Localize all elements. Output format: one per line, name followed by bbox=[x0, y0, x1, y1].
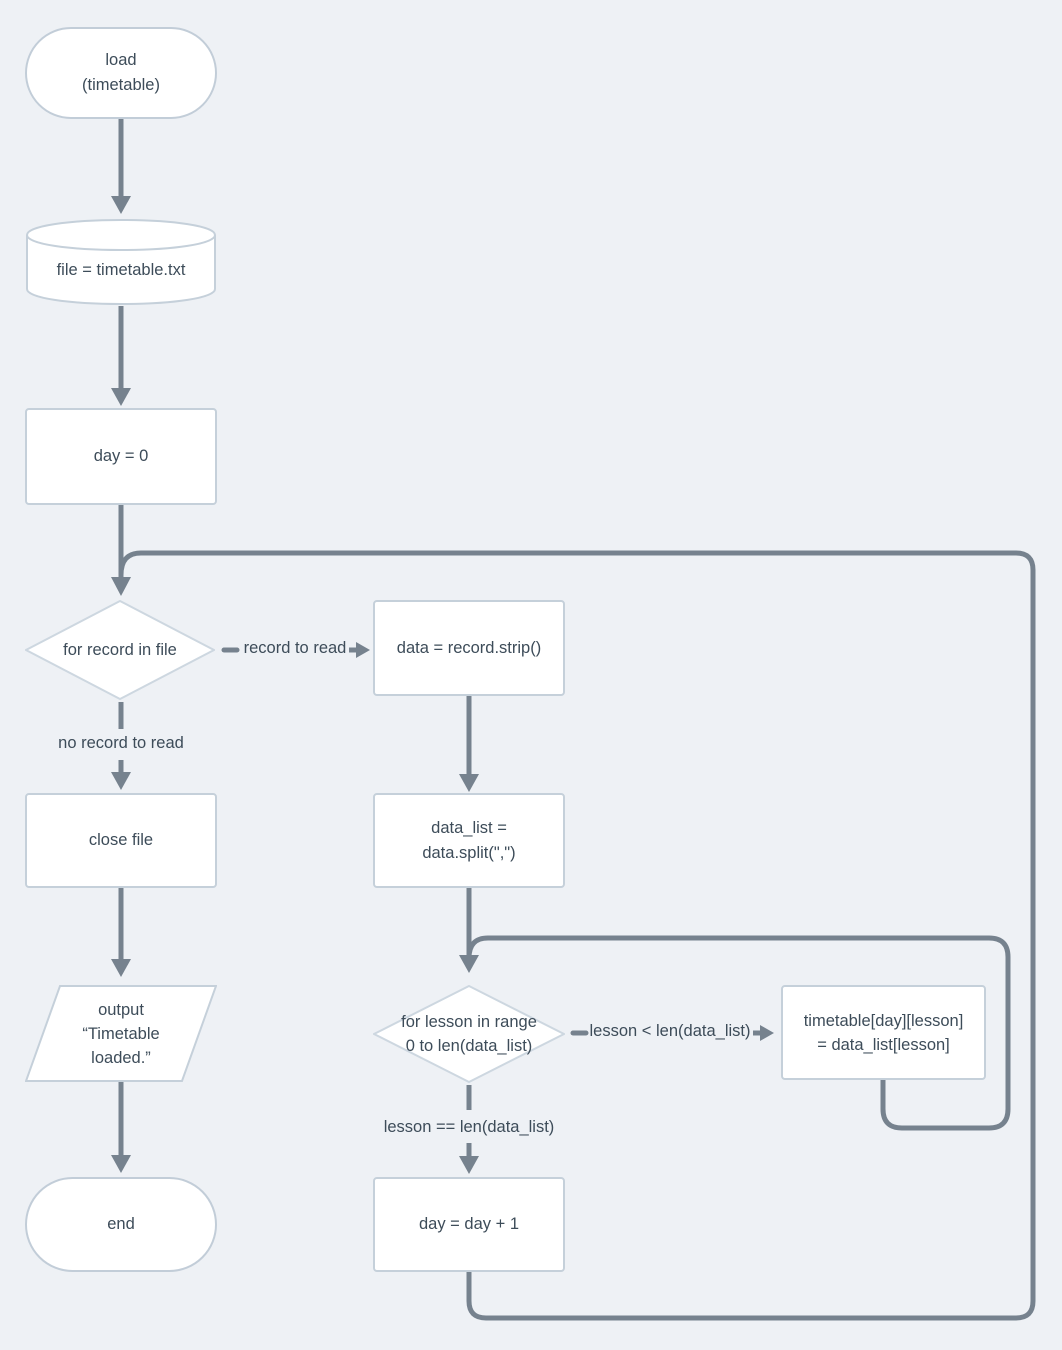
arrowhead-down-icon bbox=[459, 774, 479, 792]
node-start: load (timetable) bbox=[25, 27, 217, 119]
arrowhead-down-icon bbox=[459, 955, 479, 973]
node-assign: timetable[day][lesson] = data_list[lesso… bbox=[781, 985, 986, 1080]
diamond-shape bbox=[373, 985, 565, 1083]
node-for-record: for record in file bbox=[25, 600, 215, 700]
node-for-lesson: for lesson in range 0 to len(data_list) bbox=[373, 985, 565, 1083]
node-end: end bbox=[25, 1177, 217, 1272]
node-start-line1: load bbox=[105, 51, 137, 69]
node-close-file: close file bbox=[25, 793, 217, 888]
node-day-inc: day = day + 1 bbox=[373, 1177, 565, 1272]
arrow-right-icon bbox=[760, 1025, 774, 1041]
node-split-line2: data.split(",") bbox=[422, 843, 516, 862]
edge-label-lesson-lt: lesson < len(data_list) bbox=[589, 1022, 751, 1040]
node-strip-label: data = record.strip() bbox=[396, 638, 542, 657]
node-output: output “Timetable loaded.” bbox=[25, 985, 217, 1082]
diamond-shape bbox=[25, 600, 215, 700]
cylinder-shape bbox=[26, 218, 216, 306]
edge-label-no-record: no record to read bbox=[58, 734, 184, 752]
node-file-label: file = timetable.txt bbox=[56, 260, 186, 279]
node-assign-line1: timetable[day][lesson] bbox=[803, 1011, 964, 1030]
arrowhead-down-icon bbox=[459, 1156, 479, 1174]
arrowhead-down-icon bbox=[111, 196, 131, 214]
node-day0-label: day = 0 bbox=[93, 447, 149, 465]
arrowhead-down-icon bbox=[111, 959, 131, 977]
arrowhead-down-icon bbox=[111, 577, 131, 596]
node-for-lesson-line1: for lesson in range bbox=[401, 1013, 537, 1031]
edge-outer-loop bbox=[118, 550, 1036, 1321]
edge-label-lesson-eq: lesson == len(data_list) bbox=[383, 1118, 555, 1136]
edge-label-record-to-read: record to read bbox=[243, 639, 347, 657]
node-assign-line2: = data_list[lesson] bbox=[817, 1035, 950, 1054]
node-for-lesson-line2: 0 to len(data_list) bbox=[405, 1037, 533, 1055]
node-split-line1: data_list = bbox=[431, 818, 507, 837]
node-output-line3: loaded.” bbox=[91, 1048, 151, 1067]
arrow-right-icon bbox=[356, 642, 370, 658]
node-day-inc-label: day = day + 1 bbox=[419, 1215, 519, 1233]
node-output-line2: “Timetable bbox=[82, 1024, 160, 1043]
node-for-record-label: for record in file bbox=[63, 640, 177, 659]
node-file-database: file = timetable.txt bbox=[25, 218, 217, 306]
node-split: data_list = data.split(",") bbox=[373, 793, 565, 888]
node-close-file-label: close file bbox=[88, 831, 154, 849]
edge-inner-loop bbox=[466, 935, 1011, 1131]
node-output-line1: output bbox=[98, 1000, 144, 1019]
node-end-label: end bbox=[107, 1215, 135, 1233]
node-strip: data = record.strip() bbox=[373, 600, 565, 696]
arrowhead-down-icon bbox=[111, 772, 131, 790]
node-day0: day = 0 bbox=[25, 408, 217, 505]
node-start-line2: (timetable) bbox=[82, 76, 160, 94]
arrowhead-down-icon bbox=[111, 388, 131, 406]
parallelogram-shape bbox=[25, 985, 217, 1082]
arrowhead-down-icon bbox=[111, 1155, 131, 1173]
